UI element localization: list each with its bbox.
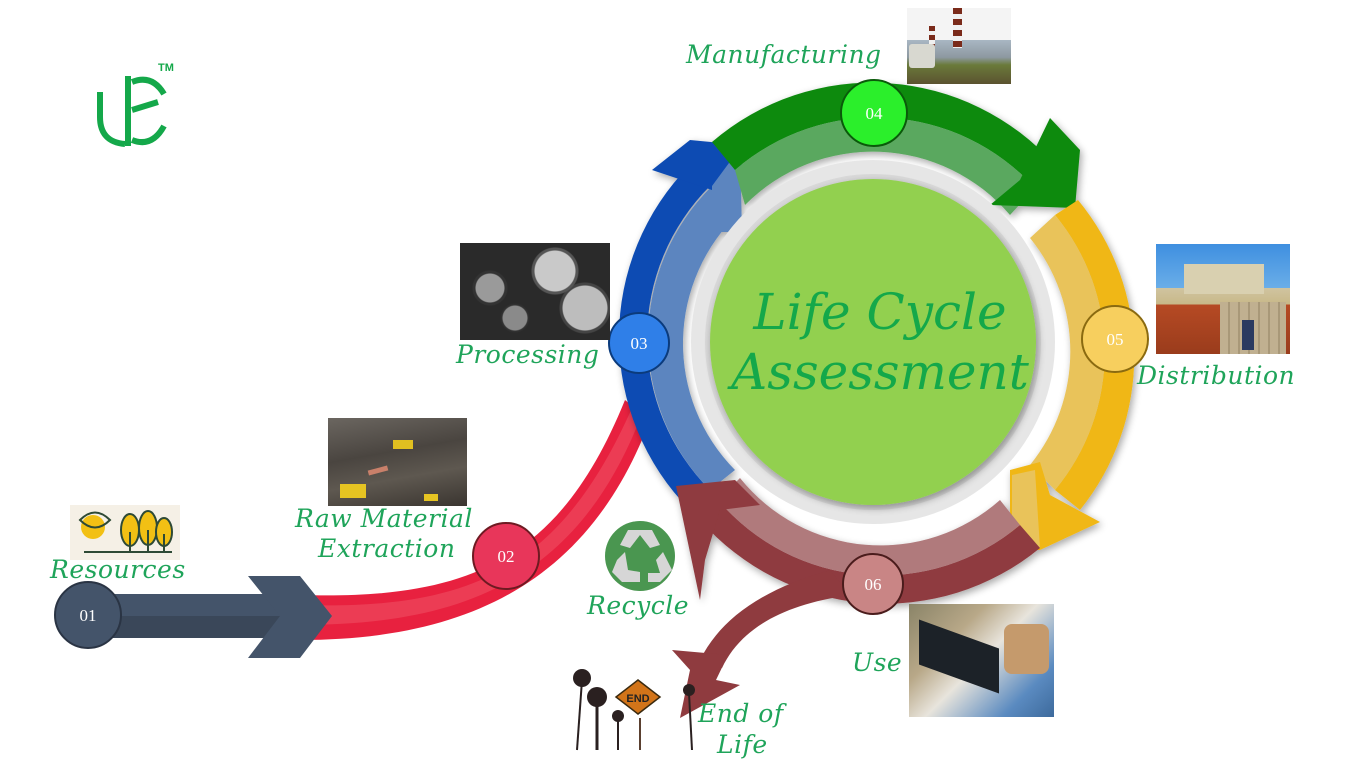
stage-label-resources: Resources <box>50 555 186 584</box>
stage-03-badge: 03 <box>608 312 670 374</box>
distribution-arc <box>1055 200 1135 510</box>
stage-01-badge: 01 <box>54 581 122 649</box>
processing-arc <box>618 165 710 510</box>
stage-02-badge: 02 <box>472 522 540 590</box>
stage-04-badge: 04 <box>840 79 908 147</box>
processing-photo <box>460 243 610 340</box>
manufacturing-arc <box>712 82 1055 188</box>
center-title: Life Cycle Assessment <box>700 282 1060 402</box>
stage-label-manufacturing: Manufacturing <box>686 40 882 69</box>
recycle-icon <box>605 521 675 591</box>
manufacturing-arc-inner <box>735 117 1035 215</box>
resources-icon <box>70 505 180 560</box>
stage-06-badge: 06 <box>842 553 904 615</box>
use-photo <box>909 604 1054 717</box>
branch-label-end-of-life-line1: End of <box>698 699 784 728</box>
extraction-arrow-highlight <box>300 408 642 625</box>
raw-material-photo <box>328 418 467 506</box>
use-arrowhead <box>676 480 760 600</box>
stage-06-number: 06 <box>865 575 882 594</box>
stage-05-badge: 05 <box>1081 305 1149 373</box>
use-arc-inner <box>718 478 1020 576</box>
end-sign-text: END <box>626 693 649 705</box>
title-line2: Assessment <box>731 343 1029 401</box>
stage-02-number: 02 <box>498 547 515 566</box>
branch-label-end-of-life-line2: Life <box>717 730 768 759</box>
end-sign <box>614 679 662 715</box>
company-logo: TM <box>90 62 180 156</box>
manufacturing-arrowhead <box>990 118 1080 208</box>
resources-arrow <box>85 576 332 658</box>
stage-05-number: 05 <box>1107 330 1124 349</box>
title-line1: Life Cycle <box>753 283 1007 341</box>
center-disc <box>710 179 1036 505</box>
end-of-life-arrow <box>700 570 850 668</box>
use-arc <box>700 500 1040 604</box>
distribution-arc-inner <box>1030 215 1105 490</box>
stage-01-number: 01 <box>80 606 97 625</box>
stage-label-raw-material-line1: Raw Material <box>295 504 473 533</box>
stage-03-number: 03 <box>631 334 648 353</box>
stage-04-number: 04 <box>866 104 884 123</box>
trademark: TM <box>158 62 174 74</box>
manufacturing-photo <box>907 8 1011 84</box>
stage-label-use: Use <box>852 648 903 677</box>
processing-arc-inner <box>648 186 740 490</box>
end-of-life-icon: END <box>573 669 695 751</box>
branch-label-recycle: Recycle <box>587 591 690 620</box>
stage-label-distribution: Distribution <box>1137 361 1296 390</box>
stage-label-processing: Processing <box>456 340 600 369</box>
stage-label-raw-material-line2: Extraction <box>318 534 456 563</box>
distribution-photo <box>1156 244 1290 354</box>
